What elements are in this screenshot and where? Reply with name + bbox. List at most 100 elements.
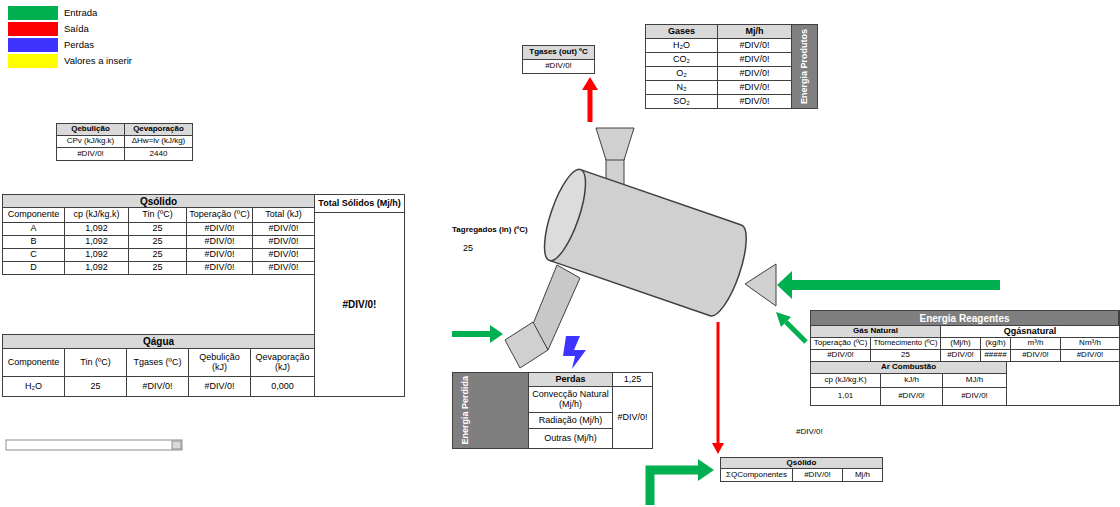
cell-text: #DIV/0! bbox=[343, 299, 377, 310]
cell-text: Ar Combustão bbox=[881, 363, 936, 372]
table-cell: #DIV/0! bbox=[613, 387, 653, 449]
free-label: #DIV/0! bbox=[796, 428, 823, 437]
table-cell: #DIV/0! bbox=[718, 95, 792, 109]
legend-item: Saída bbox=[8, 22, 168, 36]
cell-text: Energia Perdida bbox=[461, 376, 471, 445]
arrow-head bbox=[698, 459, 714, 481]
legend-text: Valores a inserir bbox=[64, 54, 132, 68]
table-cell: Qebulição (kJ) bbox=[189, 349, 251, 377]
cell-text: 25 bbox=[901, 351, 910, 360]
cell-text: m³/h bbox=[1028, 339, 1044, 348]
table-cell: Qebulição bbox=[57, 124, 125, 136]
cell-text: Total Sólidos (Mj/h) bbox=[318, 199, 400, 209]
table-cell: #DIV/0! bbox=[187, 249, 253, 262]
table-cell: #DIV/0! bbox=[253, 262, 315, 275]
table-cell: 1,092 bbox=[65, 249, 129, 262]
cell-text: 0,000 bbox=[271, 382, 294, 392]
scroll-handle bbox=[172, 441, 181, 449]
legend-swatch bbox=[8, 22, 58, 36]
table-cell: ΔHw=lv (kJ/kg) bbox=[125, 136, 193, 148]
cell-text: #DIV/0! bbox=[739, 41, 769, 51]
legend-text: Entrada bbox=[64, 6, 97, 20]
table-cell: #DIV/0! bbox=[57, 148, 125, 161]
cell-text: #DIV/0! bbox=[827, 351, 854, 360]
table-cell: B bbox=[3, 236, 65, 249]
table-cell: 25 bbox=[129, 249, 187, 262]
table-cell: #DIV/0! bbox=[718, 39, 792, 53]
table-cell: O₂ bbox=[646, 67, 718, 81]
table-cell: D bbox=[3, 262, 65, 275]
cell-text: Energia Reagentes bbox=[919, 313, 1009, 324]
cell-text: Tgases (out) ºC bbox=[529, 48, 587, 57]
table-cell: CO₂ bbox=[646, 53, 718, 67]
cell-text: Tin (ºC) bbox=[142, 210, 172, 220]
cell-text: (kg/h) bbox=[985, 339, 1005, 348]
entry-arrow bbox=[786, 322, 806, 342]
cell-text: CO₂ bbox=[673, 55, 690, 65]
data-table: Energia PerdidaPerdas1,25Convecção Natur… bbox=[452, 372, 653, 449]
table-cell: Total Sólidos (Mj/h) bbox=[315, 195, 405, 213]
table-cell: #DIV/0! bbox=[718, 81, 792, 95]
cell-text: Toperação (ºC) bbox=[189, 210, 249, 220]
table-cell: #DIV/0! bbox=[189, 377, 251, 397]
cell-text: Qgásnatural bbox=[1004, 327, 1057, 337]
cell-text: D bbox=[30, 263, 37, 273]
table-cell: #DIV/0! bbox=[793, 469, 843, 482]
cell-text: Mj/h bbox=[746, 27, 764, 37]
cell-text: #DIV/0! bbox=[268, 250, 298, 260]
cell-text: 25 bbox=[152, 263, 162, 273]
data-table: Tgases (out) ºC#DIV/0! bbox=[522, 45, 595, 74]
entry-arrow bbox=[452, 331, 492, 337]
arrow-head bbox=[712, 443, 724, 454]
table-cell: 25 bbox=[129, 236, 187, 249]
table-cell: Outras (Mj/h) bbox=[529, 429, 613, 449]
table-cell: kJ/h bbox=[881, 374, 943, 388]
table-cell: Tgases (out) ºC bbox=[523, 46, 595, 60]
table-cell: Energia Perdida bbox=[453, 373, 529, 449]
burner-cone bbox=[745, 264, 776, 306]
cell-text: Total (kJ) bbox=[265, 210, 302, 220]
table-cell: #DIV/0! bbox=[253, 223, 315, 236]
table-cell: Gases bbox=[646, 25, 718, 39]
table-cell: 25 bbox=[129, 262, 187, 275]
cell-text: 1,092 bbox=[85, 250, 108, 260]
table-cell: #DIV/0! bbox=[253, 236, 315, 249]
legend-item: Valores a inserir bbox=[8, 54, 168, 68]
cell-text: Qebulição bbox=[71, 125, 110, 134]
cell-text: Outras (Mj/h) bbox=[544, 434, 597, 444]
cell-text: kJ/h bbox=[904, 376, 919, 385]
arrow-head bbox=[777, 271, 792, 299]
cell-text: H₂O bbox=[25, 382, 42, 392]
table-cell: #DIV/0! bbox=[1011, 350, 1061, 362]
data-table: Gás NaturalQgásnaturalToperação (ºC)Tfor… bbox=[810, 325, 1120, 362]
entry-arrow bbox=[650, 470, 700, 505]
legend-swatch bbox=[8, 54, 58, 68]
table-cell: (Mj/h) bbox=[941, 338, 981, 350]
cell-text: (Mj/h) bbox=[950, 339, 970, 348]
cell-text: #DIV/0! bbox=[268, 237, 298, 247]
legend-swatch bbox=[8, 6, 58, 20]
cell-text: #DIV/0! bbox=[204, 237, 234, 247]
free-label: Tagregados (in) (ºC) bbox=[452, 226, 528, 235]
cell-text: CPv (kJ/kg.k) bbox=[67, 137, 115, 146]
table-cell: 25 bbox=[65, 377, 127, 397]
table-cell: ΣQComponentes bbox=[721, 469, 793, 482]
cell-text: 25 bbox=[90, 382, 100, 392]
table-cell: Energia Reagentes bbox=[811, 311, 1119, 326]
cell-text: Mj/h bbox=[855, 471, 870, 480]
table-cell: #DIV/0! bbox=[315, 213, 405, 397]
cell-text: ΣQComponentes bbox=[726, 471, 787, 480]
scroll-box bbox=[6, 440, 182, 450]
table-cell: 2440 bbox=[125, 148, 193, 161]
table-cell: Perdas bbox=[529, 373, 613, 387]
cell-text: 25 bbox=[152, 237, 162, 247]
table-cell: Total (kJ) bbox=[253, 208, 315, 223]
free-label: 25 bbox=[463, 244, 473, 254]
exit-arrow bbox=[588, 88, 593, 122]
table-cell: Toperação (ºC) bbox=[187, 208, 253, 223]
table-cell: 1,092 bbox=[65, 223, 129, 236]
cell-text: O₂ bbox=[676, 69, 687, 79]
table-cell: Qsólido bbox=[3, 195, 315, 208]
cell-text: #DIV/0! bbox=[142, 382, 172, 392]
